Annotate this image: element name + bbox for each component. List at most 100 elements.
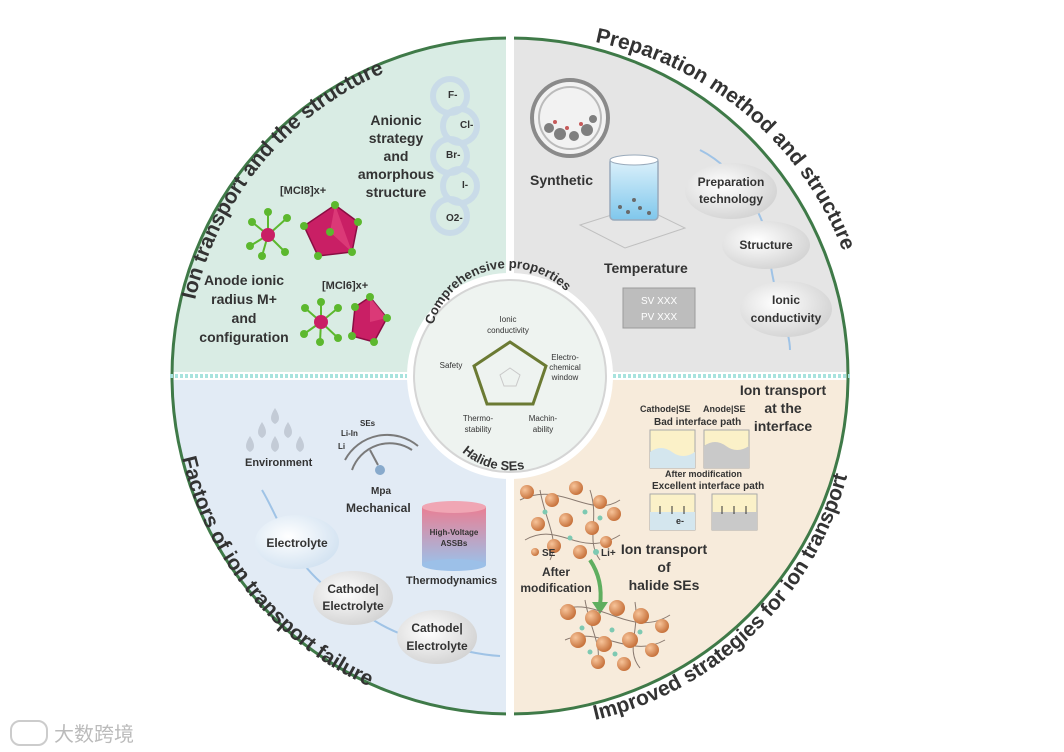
watermark: 大数跨境 bbox=[10, 718, 134, 747]
bad-path-label: Bad interface path bbox=[654, 417, 741, 428]
svg-text:Cathode|: Cathode| bbox=[327, 582, 378, 596]
se-legend-ball bbox=[531, 548, 539, 556]
svg-text:ability: ability bbox=[533, 425, 553, 434]
after-modification-label: After modification bbox=[520, 565, 591, 595]
svg-text:configuration: configuration bbox=[199, 329, 288, 345]
temperature-label: Temperature bbox=[604, 260, 688, 276]
svg-text:Li-In: Li-In bbox=[341, 429, 358, 438]
anode-radius-label: Anode ionic radius M+ and configuration bbox=[199, 272, 288, 345]
svg-text:Ion transport: Ion transport bbox=[621, 541, 708, 557]
pressure-gauge-icon bbox=[344, 433, 419, 471]
beaker-icon bbox=[578, 154, 687, 249]
structure-bubble: Structure bbox=[722, 221, 810, 269]
electrolyte-bubble: Electrolyte bbox=[255, 515, 339, 569]
svg-text:Cathode|: Cathode| bbox=[411, 621, 462, 635]
svg-text:window: window bbox=[551, 373, 579, 382]
svg-text:of: of bbox=[657, 559, 671, 575]
gauge-pivot bbox=[375, 465, 385, 475]
gauge-labels: SEs Li-In Li bbox=[338, 419, 376, 451]
modification-arrow bbox=[588, 558, 603, 606]
svg-text:Cl-: Cl- bbox=[460, 120, 473, 131]
se-particle-network-bottom bbox=[559, 599, 671, 671]
anode-se-label: Anode|SE bbox=[703, 404, 746, 414]
ion-labels: F- Cl- Br- I- O2- bbox=[446, 90, 473, 224]
excellent-path-label: Excellent interface path bbox=[652, 481, 764, 492]
svg-text:Machin-: Machin- bbox=[529, 414, 558, 423]
synthetic-label: Synthetic bbox=[530, 172, 593, 188]
anionic-strategy-label: Anionic strategy and amorphous structure bbox=[358, 112, 434, 200]
svg-text:PV XXX: PV XXX bbox=[641, 312, 677, 323]
mcl6-octahedron-icon bbox=[348, 293, 391, 346]
svg-text:Ionic: Ionic bbox=[500, 315, 517, 324]
li-legend-dot bbox=[593, 549, 599, 555]
mcl6-atom-icon bbox=[300, 298, 342, 346]
environment-label: Environment bbox=[245, 457, 313, 469]
electron-label: e- bbox=[676, 516, 684, 526]
svg-text:at the: at the bbox=[764, 400, 802, 416]
svg-text:halide SEs: halide SEs bbox=[629, 577, 700, 593]
svg-text:and: and bbox=[384, 148, 409, 164]
excellent-interface-panels bbox=[649, 493, 758, 531]
svg-text:Br-: Br- bbox=[446, 150, 460, 161]
se-legend-label: SE bbox=[542, 548, 556, 559]
thermodynamics-label: Thermodynamics bbox=[406, 575, 497, 587]
svg-text:Electrolyte: Electrolyte bbox=[322, 599, 384, 613]
ionic-conductivity-bubble: Ionic conductivity bbox=[740, 281, 832, 337]
cathode-se-label: Cathode|SE bbox=[640, 404, 691, 414]
halide-transport-title: Ion transport of halide SEs bbox=[621, 541, 708, 593]
svg-text:structure: structure bbox=[366, 184, 427, 200]
properties-pentagon-inner bbox=[499, 367, 521, 387]
svg-text:radius M+: radius M+ bbox=[211, 291, 277, 307]
svg-text:amorphous: amorphous bbox=[358, 166, 434, 182]
svg-text:Ion transport: Ion transport bbox=[740, 382, 827, 398]
cathode-electrolyte-bubble-1: Cathode| Electrolyte bbox=[313, 571, 393, 625]
mcl8-polyhedron-icon bbox=[300, 201, 362, 260]
property-labels: Ionic conductivity Electro- chemical win… bbox=[440, 315, 581, 434]
se-particle-network-top bbox=[519, 481, 621, 561]
svg-text:technology: technology bbox=[699, 192, 763, 206]
svg-text:Ionic: Ionic bbox=[772, 293, 800, 307]
svg-text:chemical: chemical bbox=[549, 363, 581, 372]
mcl8-label: [MCl8]x+ bbox=[280, 185, 326, 197]
svg-text:Safety: Safety bbox=[440, 361, 463, 370]
properties-pentagon bbox=[472, 340, 548, 406]
after-modification-small: After modification bbox=[665, 469, 742, 479]
mechanical-label: Mechanical bbox=[346, 501, 411, 515]
svg-text:interface: interface bbox=[754, 418, 813, 434]
li-legend-label: Li+ bbox=[601, 548, 616, 559]
svg-text:Structure: Structure bbox=[739, 238, 793, 252]
cathode-electrolyte-bubble-2: Cathode| Electrolyte bbox=[397, 610, 477, 664]
svg-text:Li: Li bbox=[338, 442, 345, 451]
center-ring bbox=[413, 279, 607, 473]
mcl6-label: [MCl6]x+ bbox=[322, 280, 368, 292]
svg-text:O2-: O2- bbox=[446, 213, 463, 224]
watermark-text: 大数跨境 bbox=[54, 722, 134, 746]
svg-text:and: and bbox=[232, 310, 257, 326]
svg-text:ASSBs: ASSBs bbox=[441, 539, 468, 548]
svg-text:High-Voltage: High-Voltage bbox=[430, 528, 479, 537]
high-voltage-cylinder-icon: High-Voltage ASSBs bbox=[422, 501, 486, 571]
svg-text:strategy: strategy bbox=[369, 130, 424, 146]
bad-interface-panels bbox=[649, 429, 750, 469]
svg-text:conductivity: conductivity bbox=[487, 326, 529, 335]
svg-text:I-: I- bbox=[462, 180, 468, 191]
svg-text:Anode ionic: Anode ionic bbox=[204, 272, 284, 288]
mpa-label: Mpa bbox=[371, 486, 391, 497]
svg-text:conductivity: conductivity bbox=[751, 311, 822, 325]
svg-text:Electrolyte: Electrolyte bbox=[266, 536, 328, 550]
heater-display-icon: SV XXX PV XXX bbox=[622, 287, 696, 329]
svg-text:SV XXX: SV XXX bbox=[641, 296, 677, 307]
svg-text:Thermo-: Thermo- bbox=[463, 414, 494, 423]
modification-arrowhead bbox=[592, 602, 608, 614]
svg-text:F-: F- bbox=[448, 90, 457, 101]
interface-title: Ion transport at the interface bbox=[740, 382, 827, 434]
svg-text:Preparation: Preparation bbox=[698, 175, 765, 189]
prep-technology-bubble: Preparation technology bbox=[685, 163, 777, 219]
svg-text:Electro-: Electro- bbox=[551, 353, 579, 362]
svg-text:Electrolyte: Electrolyte bbox=[406, 639, 468, 653]
svg-text:After: After bbox=[542, 565, 570, 579]
watermark-logo-icon bbox=[10, 719, 48, 746]
ball-mill-icon bbox=[530, 78, 610, 158]
ion-chain-icon bbox=[430, 76, 480, 236]
